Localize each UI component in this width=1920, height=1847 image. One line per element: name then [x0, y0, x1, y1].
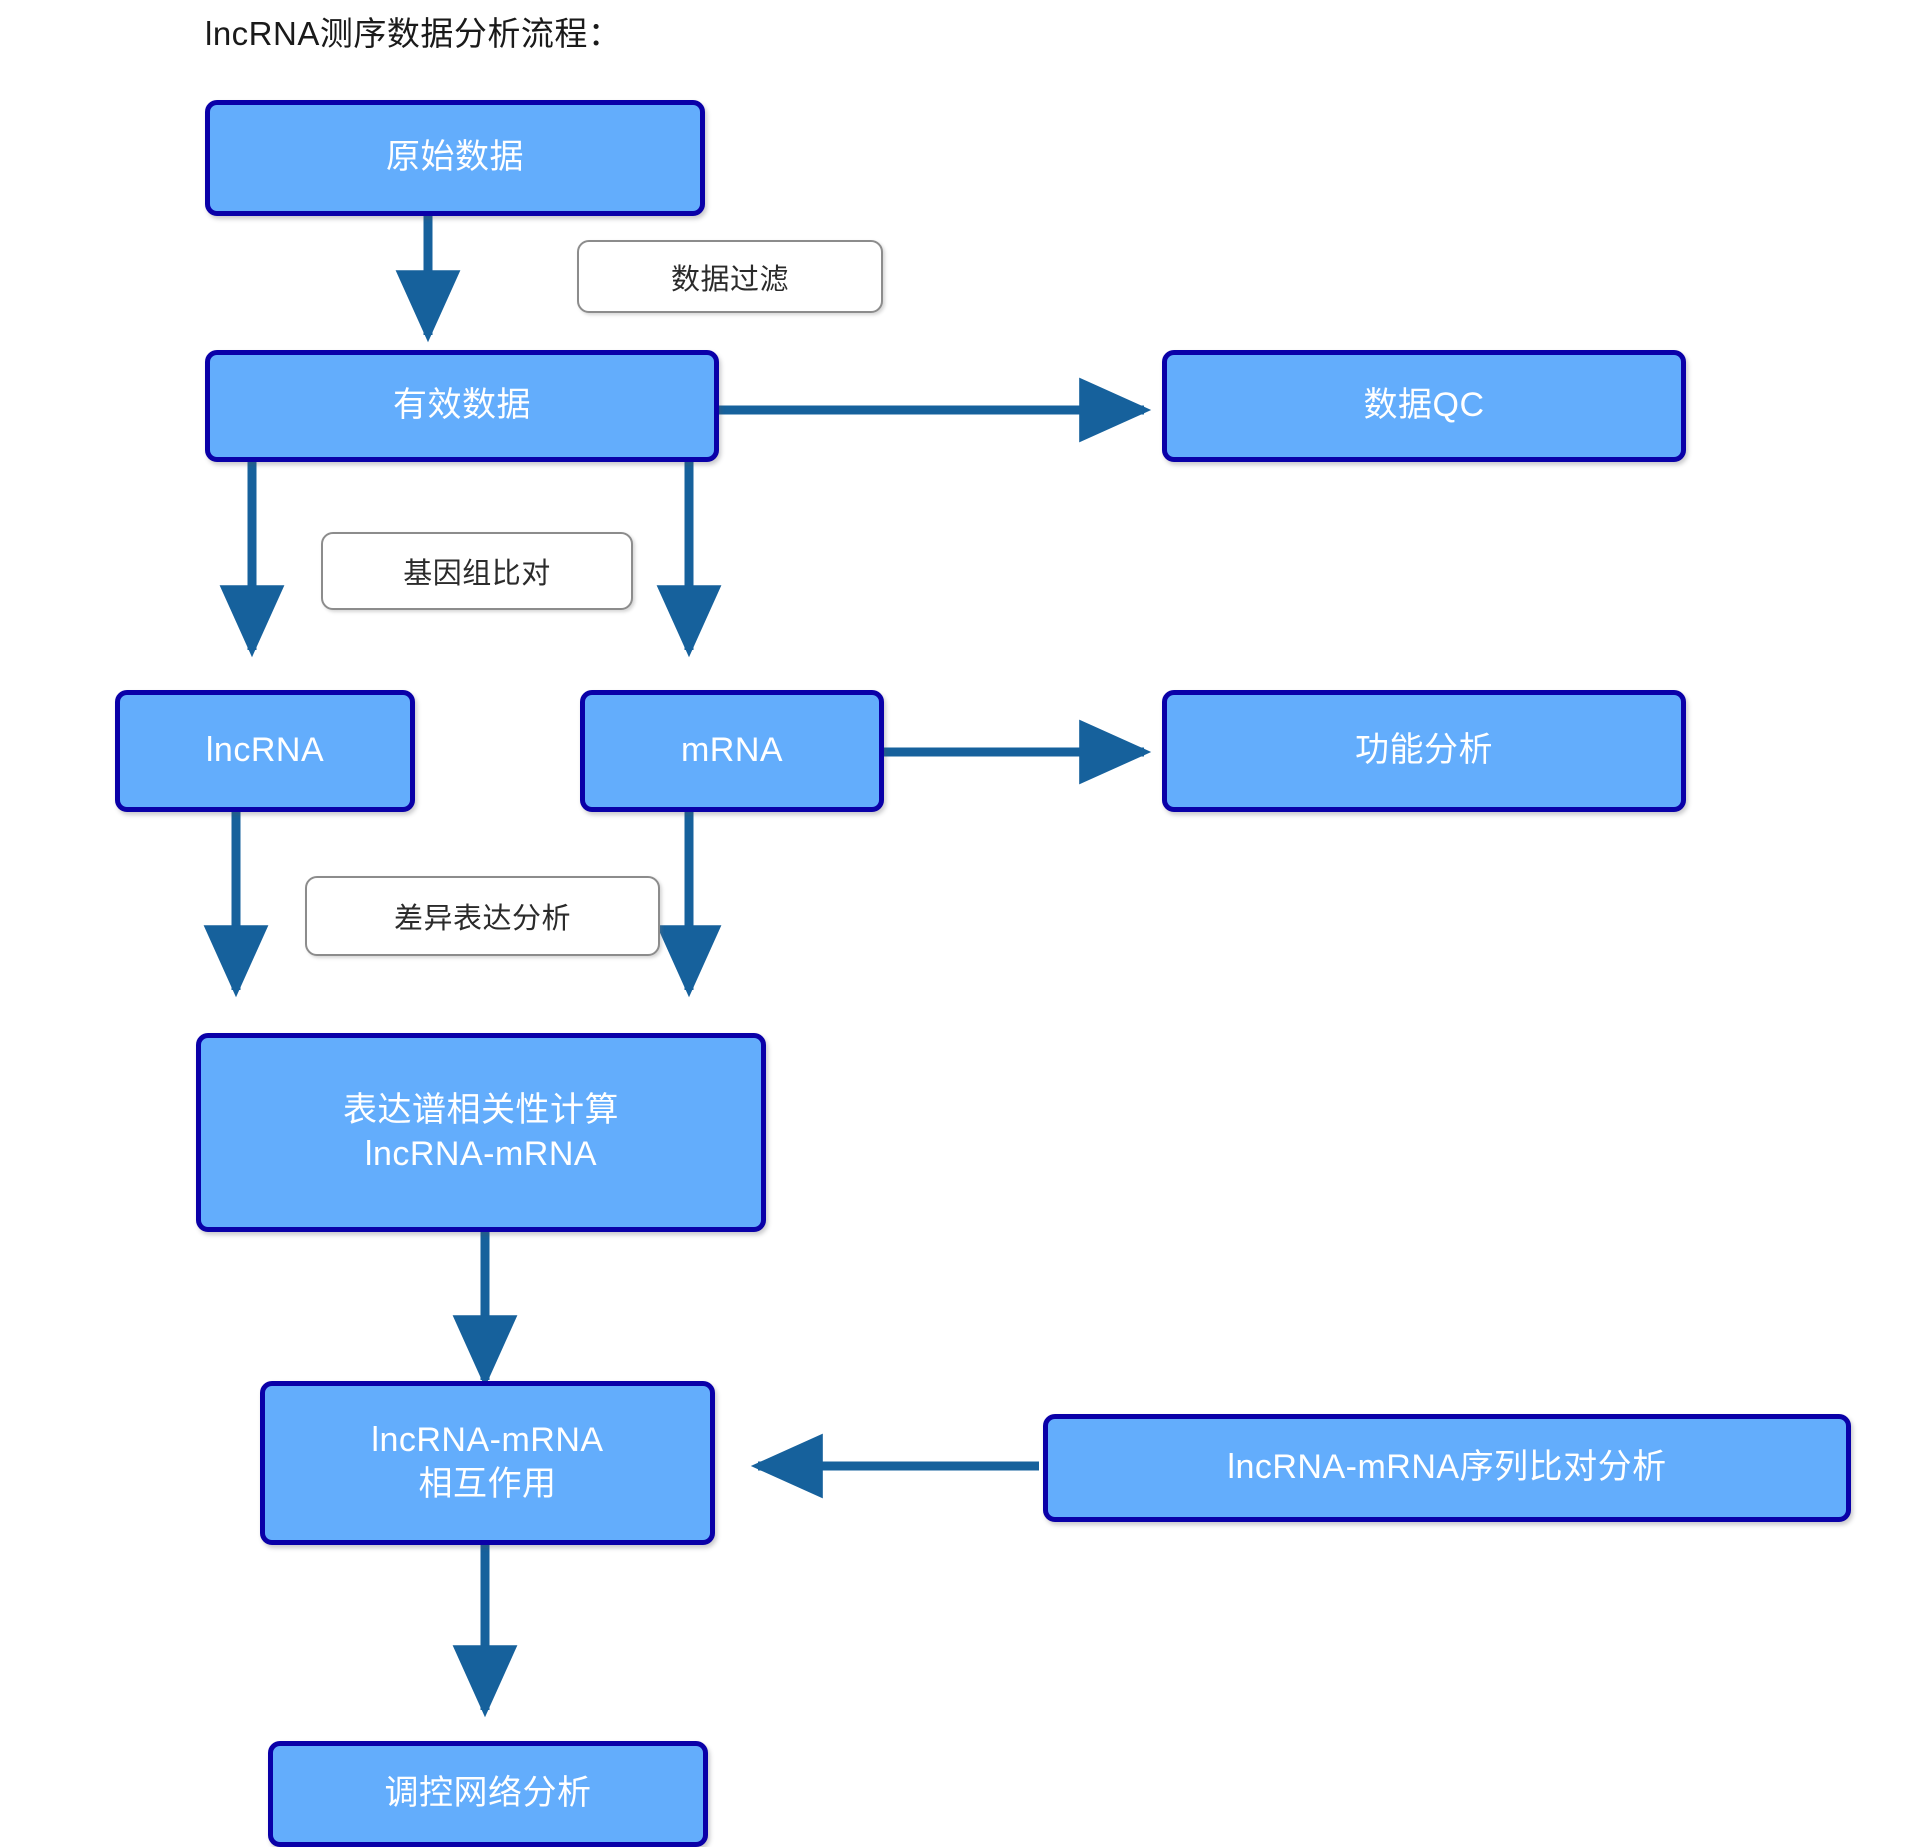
edge-label-data-filter: 数据过滤: [577, 240, 883, 313]
node-correlation-line2: lncRNA-mRNA: [364, 1134, 598, 1173]
edge-label-genome-alignment-text: 基因组比对: [403, 558, 551, 590]
node-function-analysis[interactable]: 功能分析: [1162, 690, 1686, 812]
node-data-qc[interactable]: 数据QC: [1162, 350, 1686, 462]
page-title: lncRNA测序数据分析流程：: [205, 15, 622, 52]
node-interaction[interactable]: lncRNA-mRNA 相互作用: [260, 1381, 715, 1545]
node-valid-data[interactable]: 有效数据: [205, 350, 719, 462]
node-mrna-label: mRNA: [680, 731, 784, 770]
edge-label-data-filter-text: 数据过滤: [670, 263, 789, 296]
node-interaction-line1: lncRNA-mRNA: [371, 1421, 604, 1460]
edge-label-differential-expression: 差异表达分析: [305, 876, 660, 956]
edge-label-genome-alignment: 基因组比对: [321, 532, 633, 610]
node-raw-data[interactable]: 原始数据: [205, 100, 705, 216]
node-interaction-line2: 相互作用: [418, 1465, 557, 1503]
node-sequence-alignment[interactable]: lncRNA-mRNA序列比对分析: [1043, 1414, 1851, 1522]
node-data-qc-label: 数据QC: [1363, 386, 1485, 425]
node-raw-data-label: 原始数据: [386, 138, 524, 177]
node-function-analysis-label: 功能分析: [1355, 731, 1493, 770]
node-sequence-alignment-label: lncRNA-mRNA序列比对分析: [1227, 1448, 1667, 1487]
node-network-analysis-label: 调控网络分析: [384, 1774, 592, 1813]
node-correlation[interactable]: 表达谱相关性计算 lncRNA-mRNA: [196, 1033, 766, 1232]
node-network-analysis[interactable]: 调控网络分析: [268, 1741, 708, 1847]
node-correlation-line1: 表达谱相关性计算: [343, 1090, 619, 1129]
node-lncrna-label: lncRNA: [205, 731, 325, 770]
node-mrna[interactable]: mRNA: [580, 690, 884, 812]
node-lncrna[interactable]: lncRNA: [115, 690, 415, 812]
edge-label-differential-expression-text: 差异表达分析: [393, 903, 571, 935]
node-valid-data-label: 有效数据: [393, 386, 531, 425]
